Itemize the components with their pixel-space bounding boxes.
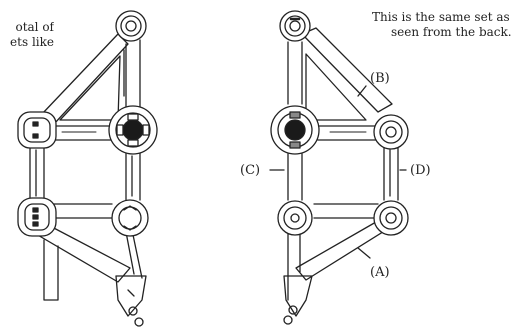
front-bottom-right-lugs bbox=[123, 205, 137, 231]
back-right-vertical bbox=[383, 145, 399, 201]
back-top-node-hole bbox=[289, 20, 301, 32]
left-caption-line1: otal of bbox=[15, 20, 54, 34]
front-left-vertical bbox=[29, 145, 45, 201]
back-bottom-left-hole bbox=[290, 213, 300, 223]
back-foot-hole-1 bbox=[288, 305, 298, 315]
back-view-figure bbox=[269, 10, 409, 325]
front-top-node-inner bbox=[120, 15, 142, 37]
front-right-vertical bbox=[125, 151, 141, 201]
front-left-mid-node bbox=[17, 111, 57, 149]
back-lower-bar bbox=[313, 203, 379, 219]
back-right-mid-node bbox=[373, 114, 409, 150]
back-right-mid-ring bbox=[379, 120, 403, 144]
back-triangle-window bbox=[305, 53, 367, 121]
front-bottom-left-inner bbox=[24, 203, 50, 231]
back-bottom-left-ring bbox=[283, 206, 307, 230]
front-left-mid-pip-2 bbox=[32, 133, 39, 139]
front-bottom-right-ring bbox=[118, 206, 142, 230]
front-view-figure bbox=[17, 10, 158, 327]
front-bl-pip-3 bbox=[32, 221, 39, 227]
back-bottom-right-node bbox=[373, 200, 409, 236]
right-caption: This is the same set as seen from the ba… bbox=[372, 10, 512, 40]
front-mid-bar bbox=[51, 125, 113, 141]
back-hub-core bbox=[284, 119, 306, 141]
left-caption: otal of ets like bbox=[0, 20, 54, 50]
front-hub-ring bbox=[115, 112, 151, 148]
back-foot-hole-2 bbox=[283, 315, 293, 325]
front-left-mid-pip-1 bbox=[32, 121, 39, 127]
leader-b bbox=[357, 85, 367, 97]
back-bottom-right-hole bbox=[385, 212, 397, 224]
front-left-mid-node-inner bbox=[23, 117, 51, 143]
front-hub-core bbox=[122, 119, 144, 141]
back-mid-bar bbox=[317, 125, 377, 141]
label-a: (A) bbox=[370, 265, 390, 280]
front-foot-hole-2 bbox=[134, 317, 144, 327]
back-top-node-inner bbox=[284, 15, 306, 37]
front-bottom-right-node bbox=[111, 199, 149, 237]
back-hub-lugs bbox=[289, 111, 301, 149]
back-right-mid-hole bbox=[385, 126, 397, 138]
label-b: (B) bbox=[370, 71, 390, 86]
left-caption-line2: ets like bbox=[10, 35, 54, 49]
front-foot-notch bbox=[127, 289, 135, 297]
back-bottom-left-node bbox=[277, 200, 313, 236]
right-caption-line1: This is the same set as bbox=[372, 10, 510, 24]
back-foot bbox=[283, 275, 313, 317]
front-lower-diagonal bbox=[35, 225, 131, 283]
front-left-leg bbox=[43, 239, 59, 301]
front-lower-bar bbox=[47, 203, 113, 219]
front-bl-pip-2 bbox=[32, 214, 39, 220]
front-right-leg bbox=[125, 229, 143, 279]
front-top-node-hole bbox=[125, 20, 137, 32]
label-c: (C) bbox=[240, 163, 260, 178]
right-caption-line2: seen from the back. bbox=[391, 25, 512, 39]
front-hub-lugs bbox=[116, 113, 150, 147]
front-foot bbox=[115, 275, 147, 317]
leader-a bbox=[357, 247, 371, 259]
front-upper-left-bar bbox=[41, 33, 129, 125]
front-foot-hole-1 bbox=[128, 306, 138, 316]
back-left-vertical bbox=[287, 153, 303, 201]
back-left-leg bbox=[287, 231, 301, 301]
back-upper-left-bar bbox=[287, 41, 303, 105]
front-triangle-window bbox=[59, 55, 121, 121]
label-d: (D) bbox=[410, 163, 431, 178]
back-bottom-right-ring bbox=[379, 206, 403, 230]
back-upper-right-bar bbox=[301, 27, 393, 113]
front-upper-right-bar bbox=[125, 39, 141, 109]
front-bl-pip-1 bbox=[32, 207, 39, 213]
